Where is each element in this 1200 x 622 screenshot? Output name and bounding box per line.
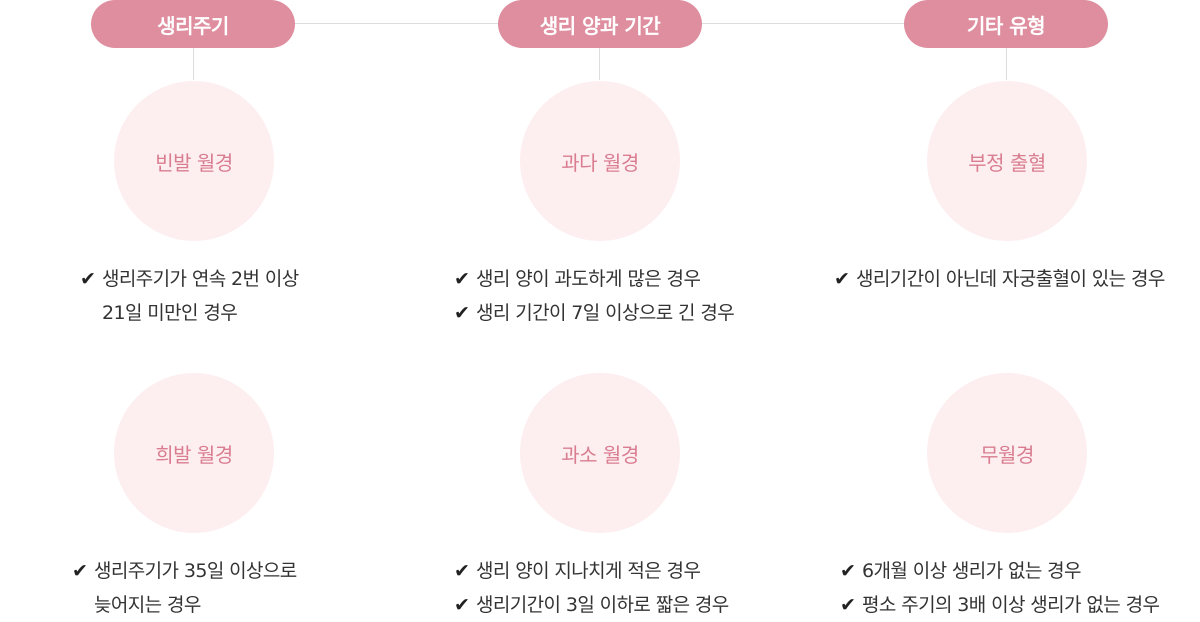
type-circle-irregular-bleeding: 부정 출혈 (927, 81, 1087, 241)
note-line: 생리 양이 과도하게 많은 경우 (476, 268, 701, 290)
check-icon: ✔ (454, 560, 470, 582)
note-line: 평소 주기의 3배 이상 생리가 없는 경우 (862, 594, 1160, 616)
note-item: ✔ 생리 양이 지나치게 적은 경우 (454, 554, 729, 588)
note-item: ✔ 생리주기가 35일 이상으로 늦어지는 경우 (72, 554, 297, 622)
notes-infrequent-menstruation: ✔ 생리주기가 35일 이상으로 늦어지는 경우 (72, 554, 297, 622)
notes-frequent-menstruation: ✔ 생리주기가 연속 2번 이상 21일 미만인 경우 (80, 262, 299, 330)
note-line: 늦어지는 경우 (94, 594, 201, 616)
check-icon: ✔ (454, 268, 470, 290)
note-line: 생리 양이 지나치게 적은 경우 (476, 560, 701, 582)
note-item: ✔ 6개월 이상 생리가 없는 경우 (840, 554, 1159, 588)
category-pill-amount-duration: 생리 양과 기간 (498, 0, 702, 48)
type-circle-amenorrhea: 무월경 (927, 373, 1087, 533)
note-item: ✔ 생리기간이 아닌데 자궁출혈이 있는 경우 (834, 262, 1165, 296)
note-line: 생리주기가 35일 이상으로 (94, 560, 297, 582)
note-item: ✔ 평소 주기의 3배 이상 생리가 없는 경우 (840, 588, 1160, 622)
note-item: ✔ 생리기간이 3일 이하로 짧은 경우 (454, 588, 729, 622)
column-2-connector (599, 48, 600, 80)
note-item: ✔ 생리 기간이 7일 이상으로 긴 경우 (454, 296, 735, 330)
notes-heavy-menstruation: ✔ 생리 양이 과도하게 많은 경우 ✔ 생리 기간이 7일 이상으로 긴 경우 (454, 262, 735, 330)
note-item: ✔ 생리 양이 과도하게 많은 경우 (454, 262, 734, 296)
check-icon: ✔ (454, 594, 470, 616)
note-line: 생리기간이 아닌데 자궁출혈이 있는 경우 (856, 268, 1165, 290)
check-icon: ✔ (834, 268, 850, 290)
note-line: 생리주기가 연속 2번 이상 (102, 268, 299, 290)
check-icon: ✔ (80, 268, 96, 290)
note-line: 생리기간이 3일 이하로 짧은 경우 (476, 594, 729, 616)
type-circle-heavy-menstruation: 과다 월경 (520, 81, 680, 241)
type-circle-frequent-menstruation: 빈발 월경 (114, 81, 274, 241)
notes-scanty-menstruation: ✔ 생리 양이 지나치게 적은 경우 ✔ 생리기간이 3일 이하로 짧은 경우 (454, 554, 729, 622)
type-circle-scanty-menstruation: 과소 월경 (520, 373, 680, 533)
category-pill-cycle: 생리주기 (91, 0, 295, 48)
category-pill-other-types: 기타 유형 (904, 0, 1108, 48)
note-item: ✔ 생리주기가 연속 2번 이상 21일 미만인 경우 (80, 262, 299, 330)
notes-amenorrhea: ✔ 6개월 이상 생리가 없는 경우 ✔ 평소 주기의 3배 이상 생리가 없는… (840, 554, 1160, 622)
check-icon: ✔ (840, 594, 856, 616)
note-line: 21일 미만인 경우 (102, 302, 238, 324)
note-line: 생리 기간이 7일 이상으로 긴 경우 (476, 302, 735, 324)
type-circle-infrequent-menstruation: 희발 월경 (114, 373, 274, 533)
column-1-connector (193, 48, 194, 80)
check-icon: ✔ (454, 302, 470, 324)
note-line: 6개월 이상 생리가 없는 경우 (862, 560, 1082, 582)
check-icon: ✔ (840, 560, 856, 582)
column-3-connector (1006, 48, 1007, 80)
notes-irregular-bleeding: ✔ 생리기간이 아닌데 자궁출혈이 있는 경우 (834, 262, 1165, 296)
check-icon: ✔ (72, 560, 88, 582)
